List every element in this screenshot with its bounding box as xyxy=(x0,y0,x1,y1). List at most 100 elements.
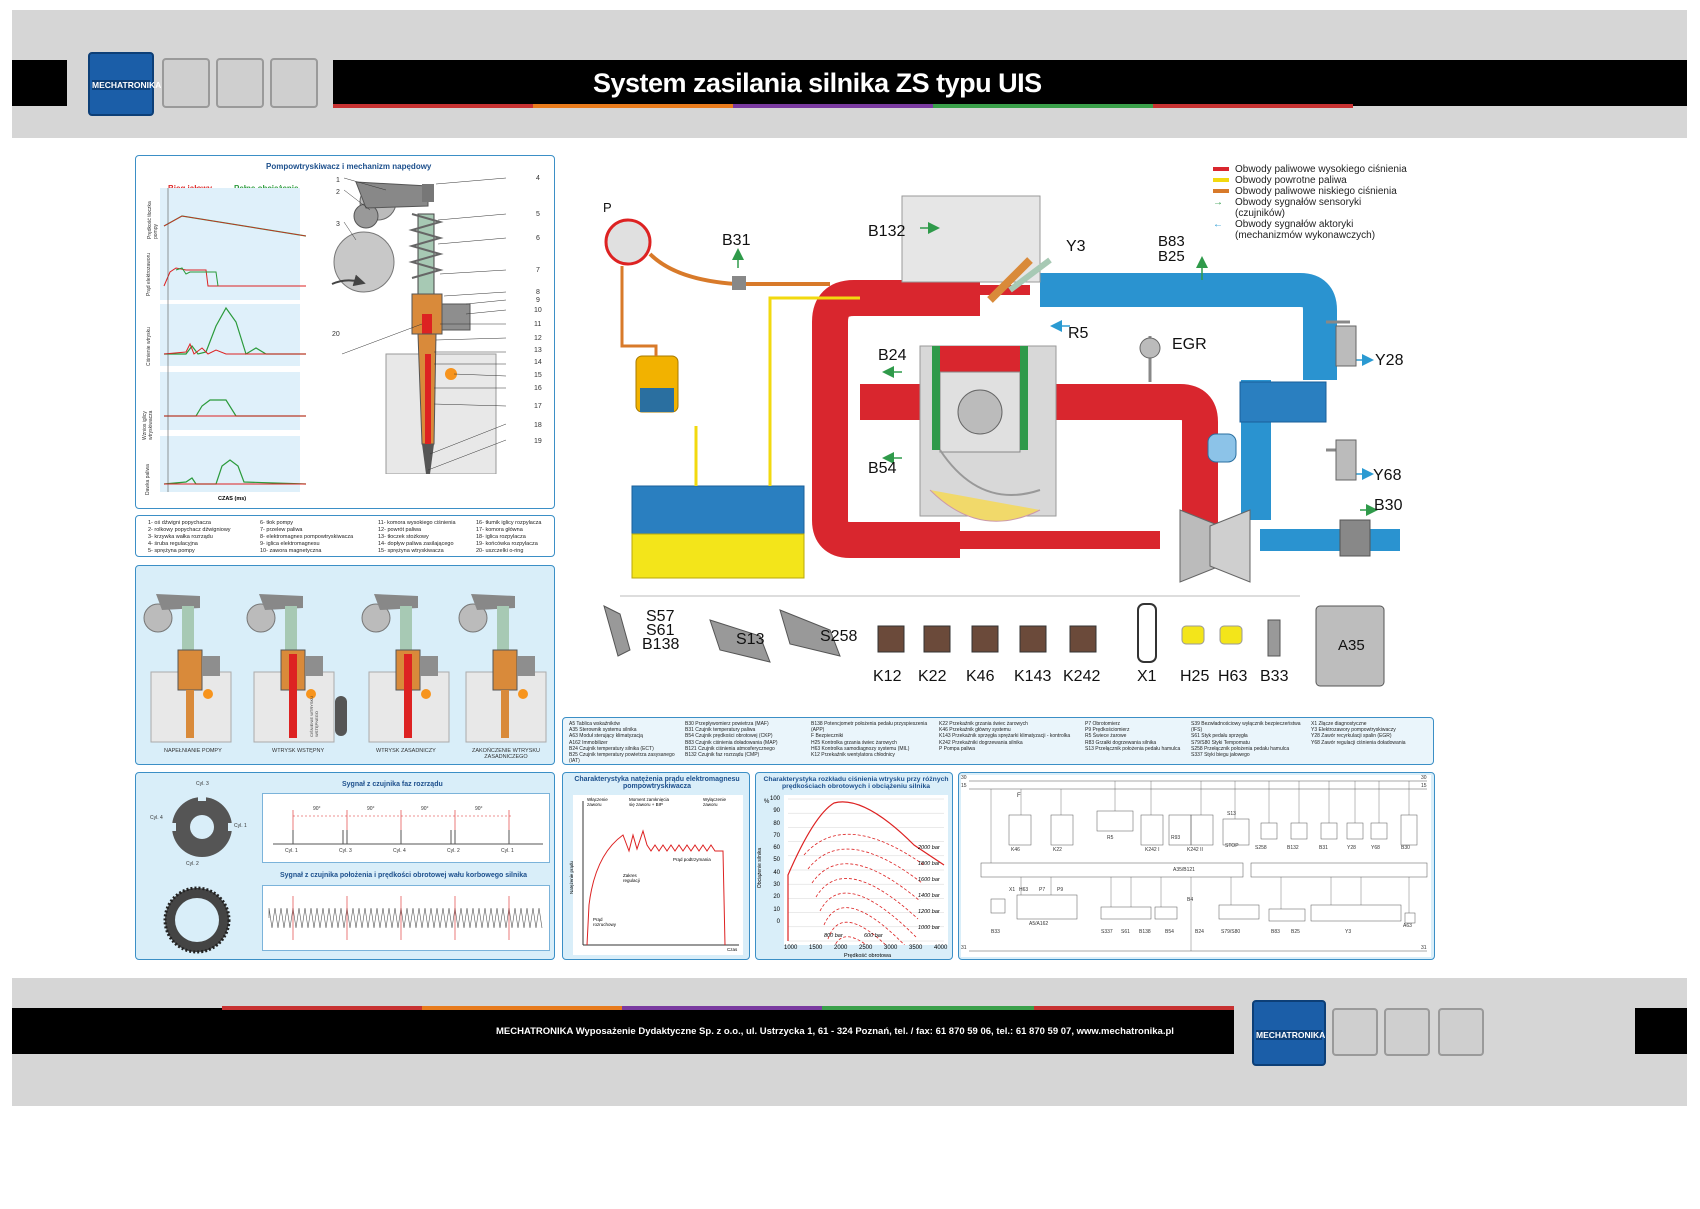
y-tick: 80 xyxy=(773,820,780,827)
pressure-curve xyxy=(807,848,923,884)
callout-20: 20 xyxy=(332,331,340,338)
cyl-label-4: Cyl. 2 xyxy=(447,848,460,854)
edge-15-left: 15 xyxy=(961,783,967,789)
circ-A5: A5/A162 xyxy=(1029,921,1049,927)
callout-4: 4 xyxy=(536,175,540,182)
cam-wheel xyxy=(168,793,236,857)
circ-A35: A35/B121 xyxy=(1173,867,1195,873)
circ-R5: R5 xyxy=(1107,835,1114,841)
row-label-5: Dawka paliwa xyxy=(145,464,151,495)
abbrev-col-2: B30 Przepływomierz powietrza (MAF)B31 Cz… xyxy=(685,721,778,759)
label-B33: B33 xyxy=(1260,668,1289,685)
char1-plot: Włączenie zaworu Moment zamknięcia się z… xyxy=(569,795,743,955)
label-B24: B24 xyxy=(878,347,907,364)
circ-B132: B132 xyxy=(1287,845,1299,851)
angle-4: 90° xyxy=(475,806,483,812)
x-tick: 3500 xyxy=(909,945,923,951)
edge-30-left: 30 xyxy=(961,775,967,781)
label-B30: B30 xyxy=(1374,497,1403,514)
panel1-title: Pompowtryskiwacz i mechanizm napędowy xyxy=(266,162,432,171)
circ-H63: H63 xyxy=(1019,887,1029,893)
pressure-curve xyxy=(815,878,919,920)
circ-P9: P9 xyxy=(1057,887,1064,893)
edge-31-left: 31 xyxy=(961,945,967,951)
badge-3 xyxy=(270,58,318,108)
circ-Y3: Y3 xyxy=(1345,929,1352,935)
header-bar-left xyxy=(12,60,67,106)
curve-label: 1000 bar xyxy=(918,925,941,931)
curve-label: 1200 bar xyxy=(918,909,941,915)
label-B138: B138 xyxy=(642,636,680,653)
phase-label-4: ZAKOŃCZENIE WTRYSKU ZASADNICZEGO xyxy=(471,748,541,760)
circ-A63: A63 xyxy=(1403,923,1412,929)
phase-4 xyxy=(458,594,547,743)
phase-label-3: WTRYSK ZASADNICZY xyxy=(376,748,436,754)
signal2-title: Sygnał z czujnika położenia i prędkości … xyxy=(280,872,527,879)
label-S13: S13 xyxy=(736,631,765,648)
signal1-box: 90° 90° 90° 90° Cyl. 1 Cyl. 3 Cyl. 4 Cyl… xyxy=(262,793,550,863)
label-Y28: Y28 xyxy=(1375,352,1404,369)
injector-drawing xyxy=(331,177,507,474)
current-characteristic-panel: Charakterystyka natężenia prądu elektrom… xyxy=(562,772,750,960)
callout-14: 14 xyxy=(534,359,542,366)
crank-wheel xyxy=(163,886,231,954)
curve-label: 600 bar xyxy=(864,933,884,939)
circ-B33: B33 xyxy=(991,929,1000,935)
callout-18: 18 xyxy=(534,422,542,429)
circ-F: F xyxy=(1017,793,1021,799)
pressure-curve xyxy=(803,833,925,866)
legend-sensor: →Obwody sygnałów sensoryki(czujników) xyxy=(1213,197,1362,219)
pressure-curve xyxy=(819,892,917,938)
footer-badge-3 xyxy=(1438,1008,1484,1056)
x-tick: 3000 xyxy=(884,945,898,951)
y-tick: 40 xyxy=(773,869,780,876)
legend-low-pressure: Obwody paliwowe niskiego ciśnienia xyxy=(1213,186,1413,197)
phase-2 xyxy=(246,594,347,743)
curve-envelope xyxy=(787,801,945,941)
angle-1: 90° xyxy=(313,806,321,812)
signal2-box xyxy=(262,885,550,951)
circ-S337: S337 xyxy=(1101,929,1113,935)
circuit-board: 30 15 31 30 15 31 F K46 K22 R5 R93 K242 … xyxy=(961,775,1431,957)
phase-1 xyxy=(143,594,232,743)
y-tick: 0 xyxy=(776,918,780,925)
legend-actuator: ←Obwody sygnałów aktoryki(mechanizmów wy… xyxy=(1213,219,1376,241)
header-title-bar xyxy=(333,60,1687,106)
footer-address: MECHATRONIKA Wyposażenie Dydaktyczne Sp.… xyxy=(496,1026,1174,1037)
footer-bar-right xyxy=(1635,1008,1687,1054)
label-K12: K12 xyxy=(873,668,902,685)
circ-R93: R93 xyxy=(1171,835,1181,841)
circ-Y28: Y28 xyxy=(1347,845,1356,851)
row-label-4: Wznios iglicy wtryskiwacza xyxy=(142,410,154,440)
circ-K46: K46 xyxy=(1011,847,1020,853)
flow-legend: Obwody paliwowe wysokiego ciśnienia Obwo… xyxy=(1213,164,1413,241)
char1-xlabel: Czas xyxy=(727,947,738,952)
label-H63: H63 xyxy=(1218,668,1248,685)
y-tick: 70 xyxy=(773,832,780,839)
wheel-label-cyl1: Cyl. 1 xyxy=(234,823,247,829)
callout-13: 13 xyxy=(534,347,542,354)
circuit-svg xyxy=(969,780,1428,952)
y-tick: 90 xyxy=(773,808,780,815)
badge-1 xyxy=(162,58,210,108)
curve-label: 2000 bar xyxy=(917,845,941,851)
panel1-graphs xyxy=(160,188,306,492)
panel-pump-injector: Pompowtryskiwacz i mechanizm napędowy Bi… xyxy=(135,155,555,509)
logo-text: MECHATRONIKA xyxy=(92,80,162,90)
label-K46: K46 xyxy=(966,668,995,685)
legend-return: Obwody powrotne paliwa xyxy=(1213,175,1413,186)
edge-30-right: 30 xyxy=(1421,775,1427,781)
footer-logo-text: MECHATRONIKA xyxy=(1256,1030,1326,1040)
label-B25: B25 xyxy=(1158,248,1185,265)
circ-K242-2: K242 II xyxy=(1187,847,1203,853)
circ-S79: S79/S80 xyxy=(1221,929,1241,935)
cyl-label-1: Cyl. 1 xyxy=(285,848,298,854)
label-X1: X1 xyxy=(1137,668,1157,685)
char2-y-unit: % xyxy=(764,799,770,805)
